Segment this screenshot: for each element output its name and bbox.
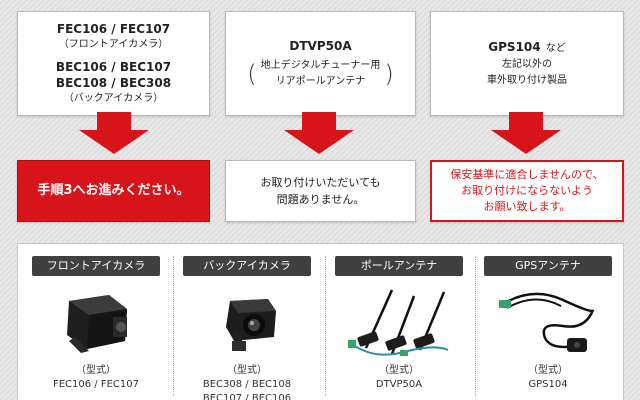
- dtvp-model: DTVP50A: [289, 38, 352, 53]
- product-back-camera: バックアイカメラ （型式） BEC308 / BEC108 BEC107 / B…: [183, 256, 311, 400]
- gps-antenna-image: [484, 276, 612, 364]
- product-front-camera: フロントアイカメラ （型式） FEC106 / FEC107: [32, 256, 160, 400]
- product-type-label: （型式）: [528, 365, 568, 376]
- divider: [173, 256, 174, 396]
- ok-text-2: 問題ありません。: [276, 193, 365, 206]
- fec-bec-box: FEC106 / FEC107 （フロントアイカメラ） BEC106 / BEC…: [17, 11, 210, 116]
- back-camera-models-2: BEC108 / BEC308: [55, 75, 172, 90]
- bracket-open: (: [247, 59, 257, 88]
- back-camera-label: （バックアイカメラ）: [63, 92, 164, 104]
- product-title: ポールアンテナ: [335, 256, 463, 276]
- front-camera-image: [32, 276, 160, 364]
- step-3-text: 手順3へお進みください。: [37, 183, 190, 198]
- front-camera-label: （フロントアイカメラ）: [58, 38, 169, 50]
- gps-other-box: GPS104 など 左記以外の 車外取り付け製品: [430, 11, 624, 116]
- product-model-2: BEC107 / BEC106: [202, 393, 292, 400]
- front-camera-models: FEC106 / FEC107: [56, 21, 171, 36]
- product-type-label: （型式）: [379, 365, 419, 376]
- ok-text-1: お取り付けいただいても: [260, 176, 381, 189]
- product-panel: フロントアイカメラ （型式） FEC106 / FEC107 バックアイカメラ: [17, 243, 624, 400]
- down-arrow-icon: [491, 112, 561, 154]
- gps-line: GPS104 など: [488, 38, 565, 57]
- back-camera-image: [183, 276, 311, 364]
- divider: [475, 256, 476, 396]
- product-model: DTVP50A: [375, 379, 423, 390]
- dtvp-desc-1: 地上デジタルチューナー用: [260, 59, 381, 71]
- dtvp-desc: ( 地上デジタルチューナー用 リアポールアンテナ ): [247, 58, 394, 90]
- warning-text-3: お願い致します。: [483, 200, 571, 213]
- divider: [325, 256, 326, 396]
- warning-box: 保安基準に適合しませんので、 お取り付けにならないよう お願い致します。: [430, 160, 624, 222]
- other-line-2: 車外取り付け製品: [487, 75, 567, 86]
- dtvp-desc-2: リアポールアンテナ: [275, 75, 366, 87]
- product-type-label: （型式）: [76, 365, 116, 376]
- down-arrow-icon: [79, 112, 149, 154]
- gps-suffix: など: [545, 43, 566, 54]
- product-type-label: （型式）: [227, 365, 267, 376]
- product-title: GPSアンテナ: [484, 256, 612, 276]
- ok-box: お取り付けいただいても 問題ありません。: [225, 160, 416, 222]
- gps-model: GPS104: [488, 40, 541, 54]
- product-title: バックアイカメラ: [183, 256, 311, 276]
- step-3-box: 手順3へお進みください。: [17, 160, 210, 222]
- pole-antenna-image: [335, 276, 463, 364]
- product-pole-antenna: ポールアンテナ （型式） DTVP50A: [335, 256, 463, 400]
- product-model: FEC106 / FEC107: [52, 379, 139, 390]
- back-camera-models-1: BEC106 / BEC107: [55, 59, 172, 74]
- product-gps-antenna: GPSアンテナ （型式） GPS104: [484, 256, 612, 400]
- product-title: フロントアイカメラ: [32, 256, 160, 276]
- warning-text-2: お取り付けにならないよう: [461, 184, 593, 197]
- warning-text-1: 保安基準に適合しませんので、: [450, 168, 604, 181]
- dtvp-box: DTVP50A ( 地上デジタルチューナー用 リアポールアンテナ ): [225, 11, 416, 116]
- product-model: GPS104: [528, 379, 568, 390]
- down-arrow-icon: [284, 112, 354, 154]
- bracket-close: ): [384, 59, 394, 88]
- product-model: BEC308 / BEC108: [202, 379, 292, 390]
- other-line-1: 左記以外の: [502, 59, 552, 70]
